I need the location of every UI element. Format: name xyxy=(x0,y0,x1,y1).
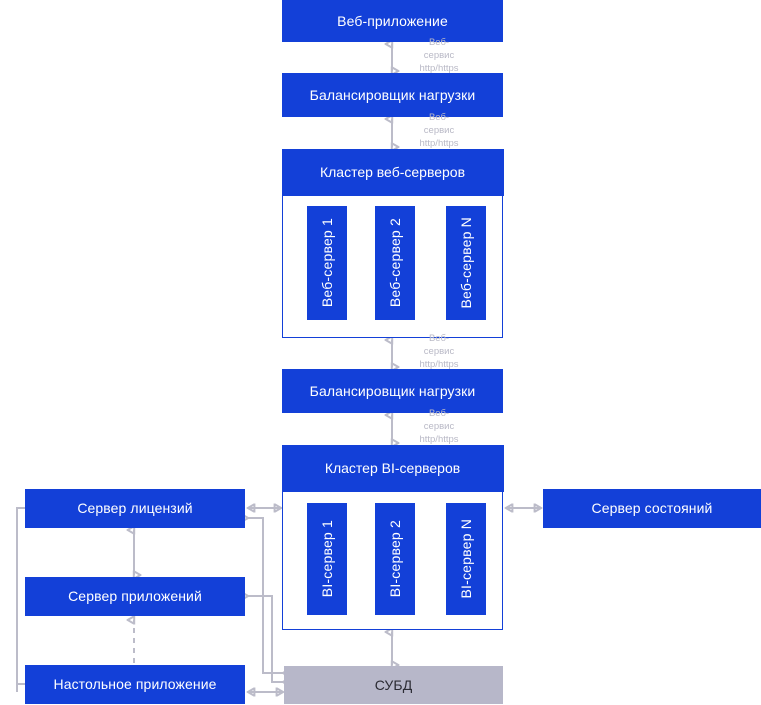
node-application-server[interactable]: Сервер приложений xyxy=(25,577,245,616)
web-server-1-label: Веб-сервер 1 xyxy=(319,218,335,308)
node-bi-server-1[interactable]: BI-сервер 1 xyxy=(307,503,347,615)
node-load-balancer-bottom[interactable]: Балансировщик нагрузки xyxy=(282,369,503,413)
node-state-server[interactable]: Сервер состояний xyxy=(543,489,761,528)
node-web-application[interactable]: Веб-приложение xyxy=(282,0,503,42)
node-bi-server-2[interactable]: BI-сервер 2 xyxy=(375,503,415,615)
node-load-balancer-top[interactable]: Балансировщик нагрузки xyxy=(282,73,503,117)
node-license-server[interactable]: Сервер лицензий xyxy=(25,489,245,528)
web-server-n-label: Веб-сервер N xyxy=(458,217,474,309)
node-web-server-n[interactable]: Веб-сервер N xyxy=(446,206,486,320)
node-bi-server-n[interactable]: BI-сервер N xyxy=(446,503,486,615)
web-server-2-label: Веб-сервер 2 xyxy=(387,218,403,308)
bi-server-2-label: BI-сервер 2 xyxy=(387,520,403,598)
node-desktop-application[interactable]: Настольное приложение xyxy=(25,665,245,704)
node-web-server-2[interactable]: Веб-сервер 2 xyxy=(375,206,415,320)
node-web-server-1[interactable]: Веб-сервер 1 xyxy=(307,206,347,320)
bi-server-1-label: BI-сервер 1 xyxy=(319,520,335,598)
web-cluster-header: Кластер веб-серверов xyxy=(281,148,504,196)
link-dbms-appserver-route xyxy=(248,596,283,682)
node-dbms[interactable]: СУБД xyxy=(284,666,503,704)
bi-server-n-label: BI-сервер N xyxy=(458,519,474,599)
bi-cluster-header: Кластер BI-серверов xyxy=(281,444,504,492)
